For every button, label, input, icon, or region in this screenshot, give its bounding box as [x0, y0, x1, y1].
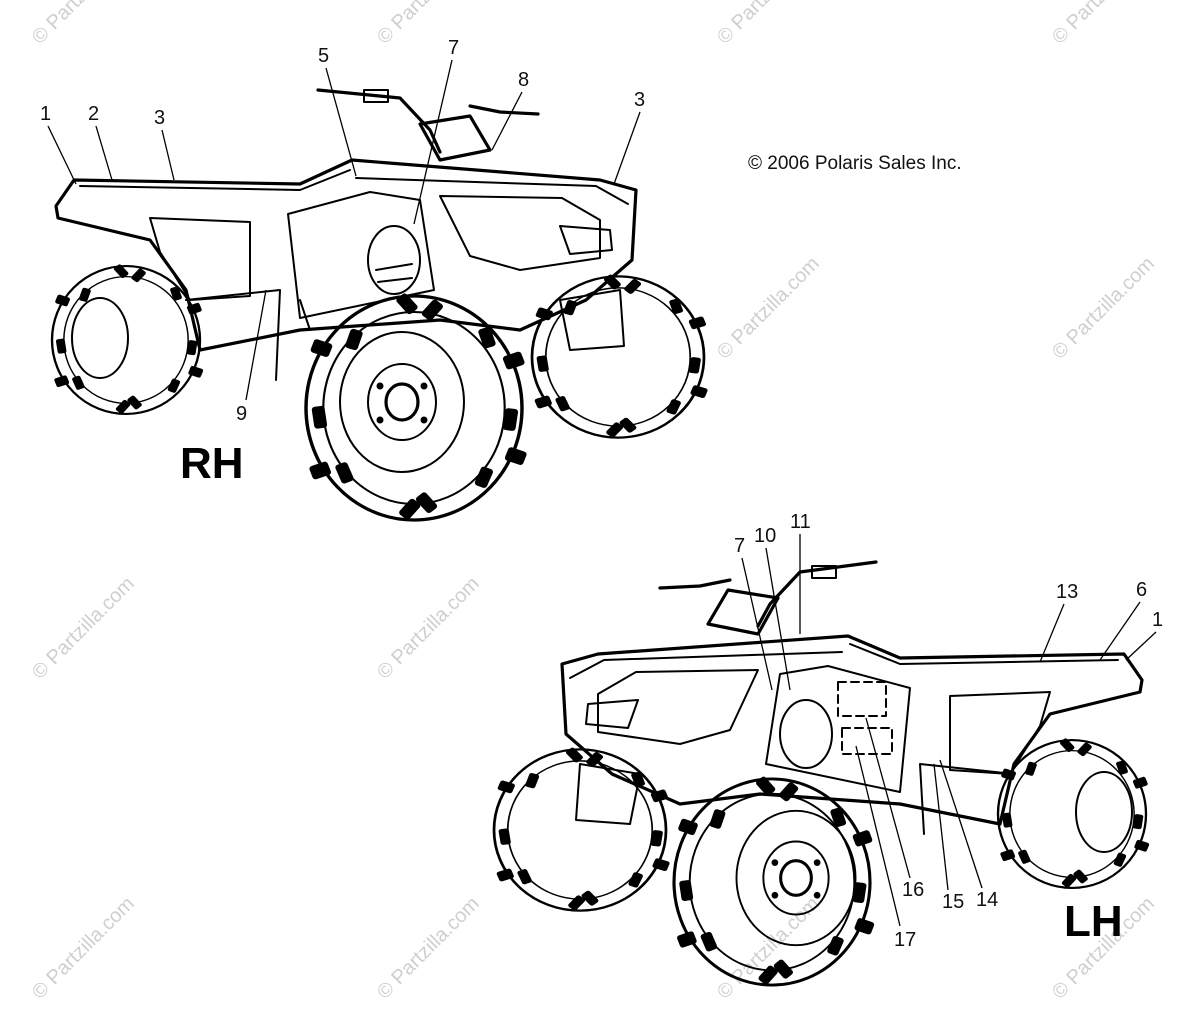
watermark: © Partzilla.com: [713, 893, 824, 1004]
callouts-lh: 7 10 11 13 6 1 16 15 14 17: [734, 511, 1163, 951]
callout-rh-7: 7: [448, 37, 459, 59]
rear-tire-lh: [996, 736, 1151, 890]
body-rh: [54, 158, 638, 381]
leader-line: [1099, 601, 1141, 661]
callout-rh-1: 1: [40, 103, 51, 125]
callout-lh-15: 15: [942, 891, 964, 913]
atv-rh-view: RH 1 2 3 5 7 8 3 9: [40, 37, 710, 523]
front-tire-lh: [492, 745, 672, 913]
leader-line: [161, 129, 175, 181]
watermark: © Partzilla.com: [373, 573, 484, 684]
watermark: © Partzilla.com: [1048, 253, 1159, 364]
watermark: © Partzilla.com: [1048, 0, 1159, 49]
callout-rh-5: 5: [318, 45, 329, 67]
callout-lh-16: 16: [902, 879, 924, 901]
callout-lh-10: 10: [754, 525, 776, 547]
leader-line: [865, 717, 911, 879]
callout-rh-9: 9: [236, 403, 247, 425]
leader-line: [855, 745, 901, 927]
copyright-notice: © 2006 Polaris Sales Inc.: [748, 153, 962, 174]
leader-line: [613, 111, 641, 185]
watermark: © Partzilla.com: [373, 0, 484, 49]
callout-lh-14: 14: [976, 889, 998, 911]
leader-line: [325, 67, 357, 177]
view-label-rh: RH: [180, 439, 244, 488]
leader-line: [1039, 603, 1065, 663]
body-lh: [560, 634, 1144, 835]
watermark-layer: © Partzilla.com © Partzilla.com © Partzi…: [28, 0, 1159, 1004]
callout-rh-8: 8: [518, 69, 529, 91]
watermark: © Partzilla.com: [28, 573, 139, 684]
callout-lh-7: 7: [734, 535, 745, 557]
rear-tire-rh: [50, 262, 205, 416]
callout-lh-1: 1: [1152, 609, 1163, 631]
leader-line: [741, 557, 773, 691]
callout-rh-3b: 3: [634, 89, 645, 111]
callout-rh-3: 3: [154, 107, 165, 129]
leader-line: [765, 547, 791, 691]
leader-line: [933, 763, 949, 891]
watermark: © Partzilla.com: [373, 893, 484, 1004]
leader-line: [491, 91, 523, 151]
handlebar-lh: [658, 560, 878, 636]
callout-lh-11: 11: [790, 511, 811, 533]
callouts-rh: 1 2 3 5 7 8 3 9: [40, 37, 645, 425]
handlebar-rh: [316, 88, 540, 162]
atv-lh-view: LH 7 10 11 13 6 1 16 15 14 17: [492, 511, 1163, 988]
watermark: © Partzilla.com: [28, 893, 139, 1004]
callout-rh-2: 2: [88, 103, 99, 125]
watermark: © Partzilla.com: [713, 0, 824, 49]
callout-lh-17: 17: [894, 929, 916, 951]
leader-line: [95, 125, 113, 181]
leader-line: [245, 289, 267, 401]
leader-line: [47, 125, 77, 185]
leader-line: [413, 59, 453, 225]
view-label-lh: LH: [1064, 897, 1123, 946]
watermark: © Partzilla.com: [713, 253, 824, 364]
watermark: © Partzilla.com: [28, 0, 139, 49]
leader-line: [939, 759, 983, 889]
leader-line: [1125, 631, 1157, 661]
callout-lh-6: 6: [1136, 579, 1147, 601]
callout-lh-13: 13: [1056, 581, 1078, 603]
